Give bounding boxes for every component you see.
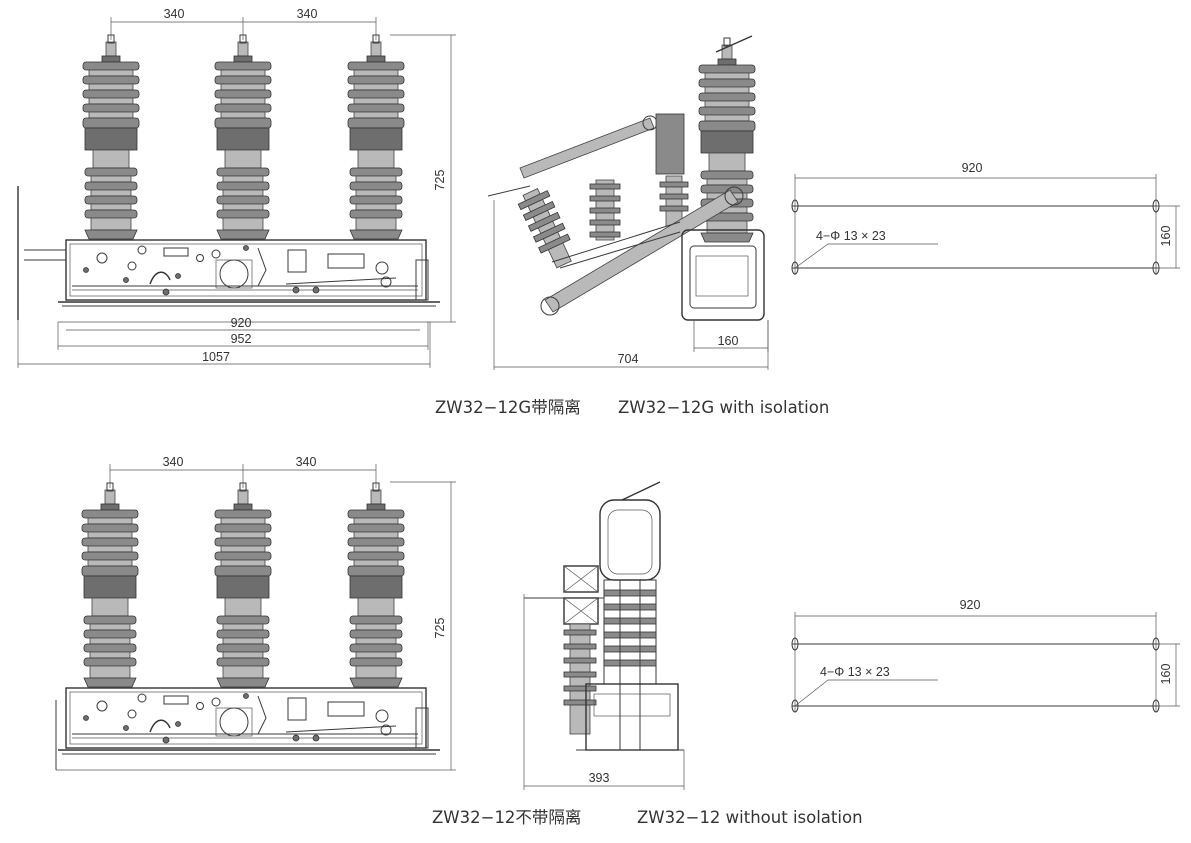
dim-side-width: 704 bbox=[618, 352, 639, 366]
dim-spacing-2: 340 bbox=[297, 7, 318, 21]
top-front-view bbox=[17, 17, 456, 368]
dim-mount-length: 920 bbox=[962, 161, 983, 175]
dim-mount-holes: 4−Φ 13 × 23 bbox=[816, 229, 886, 243]
dim-side-base: 160 bbox=[718, 334, 739, 348]
caption-en-top: ZW32−12G with isolation bbox=[618, 398, 829, 417]
caption-cn-bottom: ZW32−12不带隔离 bbox=[432, 808, 581, 827]
bottom-side-view bbox=[523, 481, 685, 790]
dim-width-1057: 1057 bbox=[202, 350, 230, 364]
dim-height: 725 bbox=[433, 170, 447, 191]
dim-mount-holes-b: 4−Φ 13 × 23 bbox=[820, 665, 890, 679]
dim-spacing-2-b: 340 bbox=[296, 455, 317, 469]
top-side-view bbox=[487, 35, 769, 370]
dim-mount-width-b: 160 bbox=[1159, 664, 1173, 685]
bottom-mount-plan bbox=[791, 612, 1180, 713]
dim-spacing-1: 340 bbox=[164, 7, 185, 21]
top-mount-plan bbox=[791, 174, 1180, 275]
caption-cn-top: ZW32−12G带隔离 bbox=[435, 398, 581, 417]
dim-mount-width: 160 bbox=[1159, 226, 1173, 247]
dim-width-920: 920 bbox=[231, 316, 252, 330]
caption-en-bottom: ZW32−12 without isolation bbox=[637, 808, 863, 827]
dim-side-width-b: 393 bbox=[589, 771, 610, 785]
dim-height-b: 725 bbox=[433, 618, 447, 639]
dim-mount-length-b: 920 bbox=[960, 598, 981, 612]
bottom-front-view bbox=[55, 464, 456, 771]
dim-width-952: 952 bbox=[231, 332, 252, 346]
dim-spacing-1-b: 340 bbox=[163, 455, 184, 469]
